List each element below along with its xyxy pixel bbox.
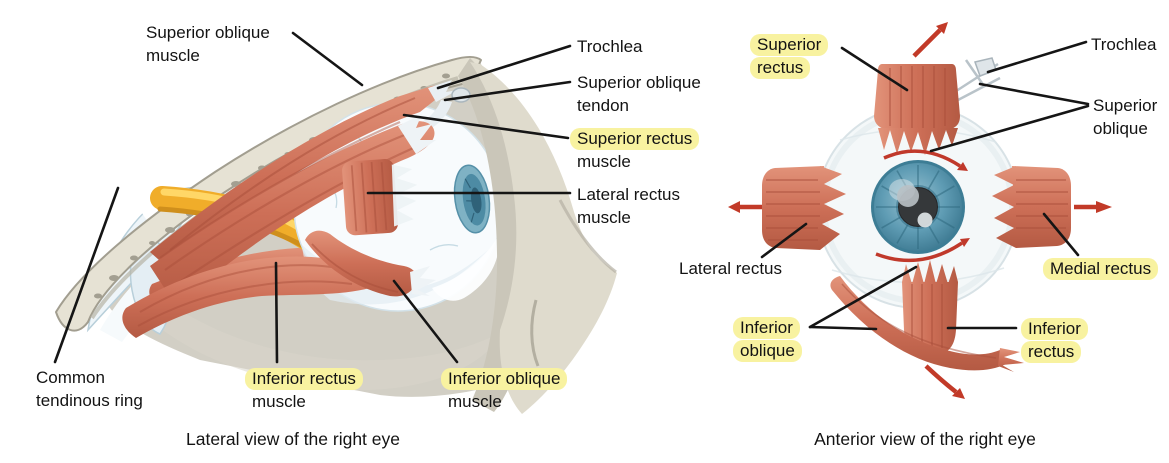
label-text-highlighted: rectus [750, 57, 811, 79]
lateral-rectus-shape [762, 166, 846, 250]
label-trochlea-lateral: Trochlea [577, 35, 643, 58]
label-lateral-rectus: Lateral rectus [679, 257, 782, 280]
label-medial-rectus: Medial rectus [1043, 257, 1159, 280]
label-inferior-oblique: Inferior oblique [733, 316, 802, 362]
label-text: muscle [577, 208, 631, 227]
label-text-highlighted: Inferior [733, 317, 800, 339]
label-text: Lateral rectus [577, 185, 680, 204]
label-text: muscle [146, 46, 200, 65]
trochlea-anterior [949, 57, 1001, 102]
pointer-lateral-rectus [760, 222, 808, 259]
pointer-superior-oblique-muscle [291, 31, 364, 87]
label-text: oblique [1093, 119, 1148, 138]
pointer-superior-rectus [840, 46, 909, 92]
pointer-superior-rectus-muscle [402, 113, 570, 140]
label-superior-rectus: Superior rectus [750, 33, 829, 79]
pointer-common-tendinous-ring [53, 186, 120, 364]
label-text-highlighted: rectus [1021, 341, 1082, 363]
label-text: Superior oblique [577, 73, 701, 92]
label-text: Common [36, 368, 105, 387]
shadow [130, 270, 505, 391]
label-text: muscle [577, 152, 631, 171]
direction-arrow-down [924, 364, 958, 394]
label-text-highlighted: Superior [750, 34, 829, 56]
label-inferior-rectus-muscle: Inferior rectus muscle [245, 367, 363, 413]
inferior-oblique-muscle-shape [305, 230, 436, 297]
label-text-highlighted: Inferior oblique [441, 368, 568, 390]
label-text: muscle [448, 392, 502, 411]
label-superior-oblique-tendon: Superior oblique tendon [577, 71, 701, 117]
pointer-inferior-oblique-2 [808, 325, 878, 331]
pointer-superior-oblique-1 [978, 82, 1090, 106]
label-text-highlighted: Inferior rectus [245, 368, 363, 390]
pointer-inferior-rectus-muscle [274, 261, 279, 364]
lateral-view-illustration [53, 31, 617, 414]
anterior-view-illustration [728, 22, 1112, 399]
pointer-inferior-oblique-1 [808, 265, 918, 329]
rotation-arrow-bottom [875, 241, 963, 263]
caption-anterior-view: Anterior view of the right eye [814, 429, 1036, 449]
label-lateral-rectus-muscle: Lateral rectus muscle [577, 183, 680, 229]
superior-rectus-shape [874, 64, 960, 155]
pointer-trochlea-anterior [986, 40, 1088, 74]
pointer-trochlea [436, 44, 572, 90]
rotation-arrow-top [883, 149, 961, 168]
inferior-oblique-shape [830, 276, 1024, 372]
label-text: tendinous ring [36, 391, 143, 410]
label-text: Superior [1093, 96, 1158, 115]
label-text-highlighted: Medial rectus [1043, 258, 1159, 280]
lateral-rectus-patch [342, 159, 418, 236]
pointer-superior-oblique-2 [929, 104, 1090, 153]
pointer-medial-rectus [1042, 212, 1080, 257]
label-superior-oblique-muscle: Superior oblique muscle [146, 21, 270, 67]
label-trochlea-anterior: Trochlea [1091, 33, 1157, 56]
facial-bone-right [458, 58, 617, 414]
label-common-tendinous-ring: Common tendinous ring [36, 366, 143, 412]
label-text: Trochlea [577, 37, 643, 56]
label-text: Trochlea [1091, 35, 1157, 54]
label-superior-rectus-muscle: Superior rectus muscle [570, 127, 700, 173]
label-text: Superior oblique [146, 23, 270, 42]
label-inferior-rectus: Inferior rectus [1021, 317, 1088, 363]
label-text: Lateral rectus [679, 259, 782, 278]
iris-anterior [871, 160, 965, 254]
rotation-arrows [875, 149, 970, 263]
direction-arrow-up [912, 28, 942, 58]
cornea-iris-lateral [453, 164, 491, 234]
pointer-superior-oblique-tendon [443, 80, 572, 102]
label-text: tendon [577, 96, 629, 115]
label-text-highlighted: Inferior [1021, 318, 1088, 340]
inferior-rectus-shape [902, 260, 958, 354]
label-inferior-oblique-muscle: Inferior oblique muscle [441, 367, 568, 413]
label-text-highlighted: Superior rectus [570, 128, 700, 150]
label-text: muscle [252, 392, 306, 411]
superior-oblique-tendon-shape [422, 100, 452, 130]
label-text-highlighted: oblique [733, 340, 802, 362]
pointer-inferior-oblique-muscle [392, 279, 459, 364]
label-superior-oblique: Superior oblique [1093, 94, 1157, 140]
caption-lateral-view: Lateral view of the right eye [185, 429, 401, 449]
pointer-lines-anterior [760, 40, 1090, 331]
direction-arrows [728, 22, 1112, 399]
pointer-lines-lateral [53, 31, 572, 364]
